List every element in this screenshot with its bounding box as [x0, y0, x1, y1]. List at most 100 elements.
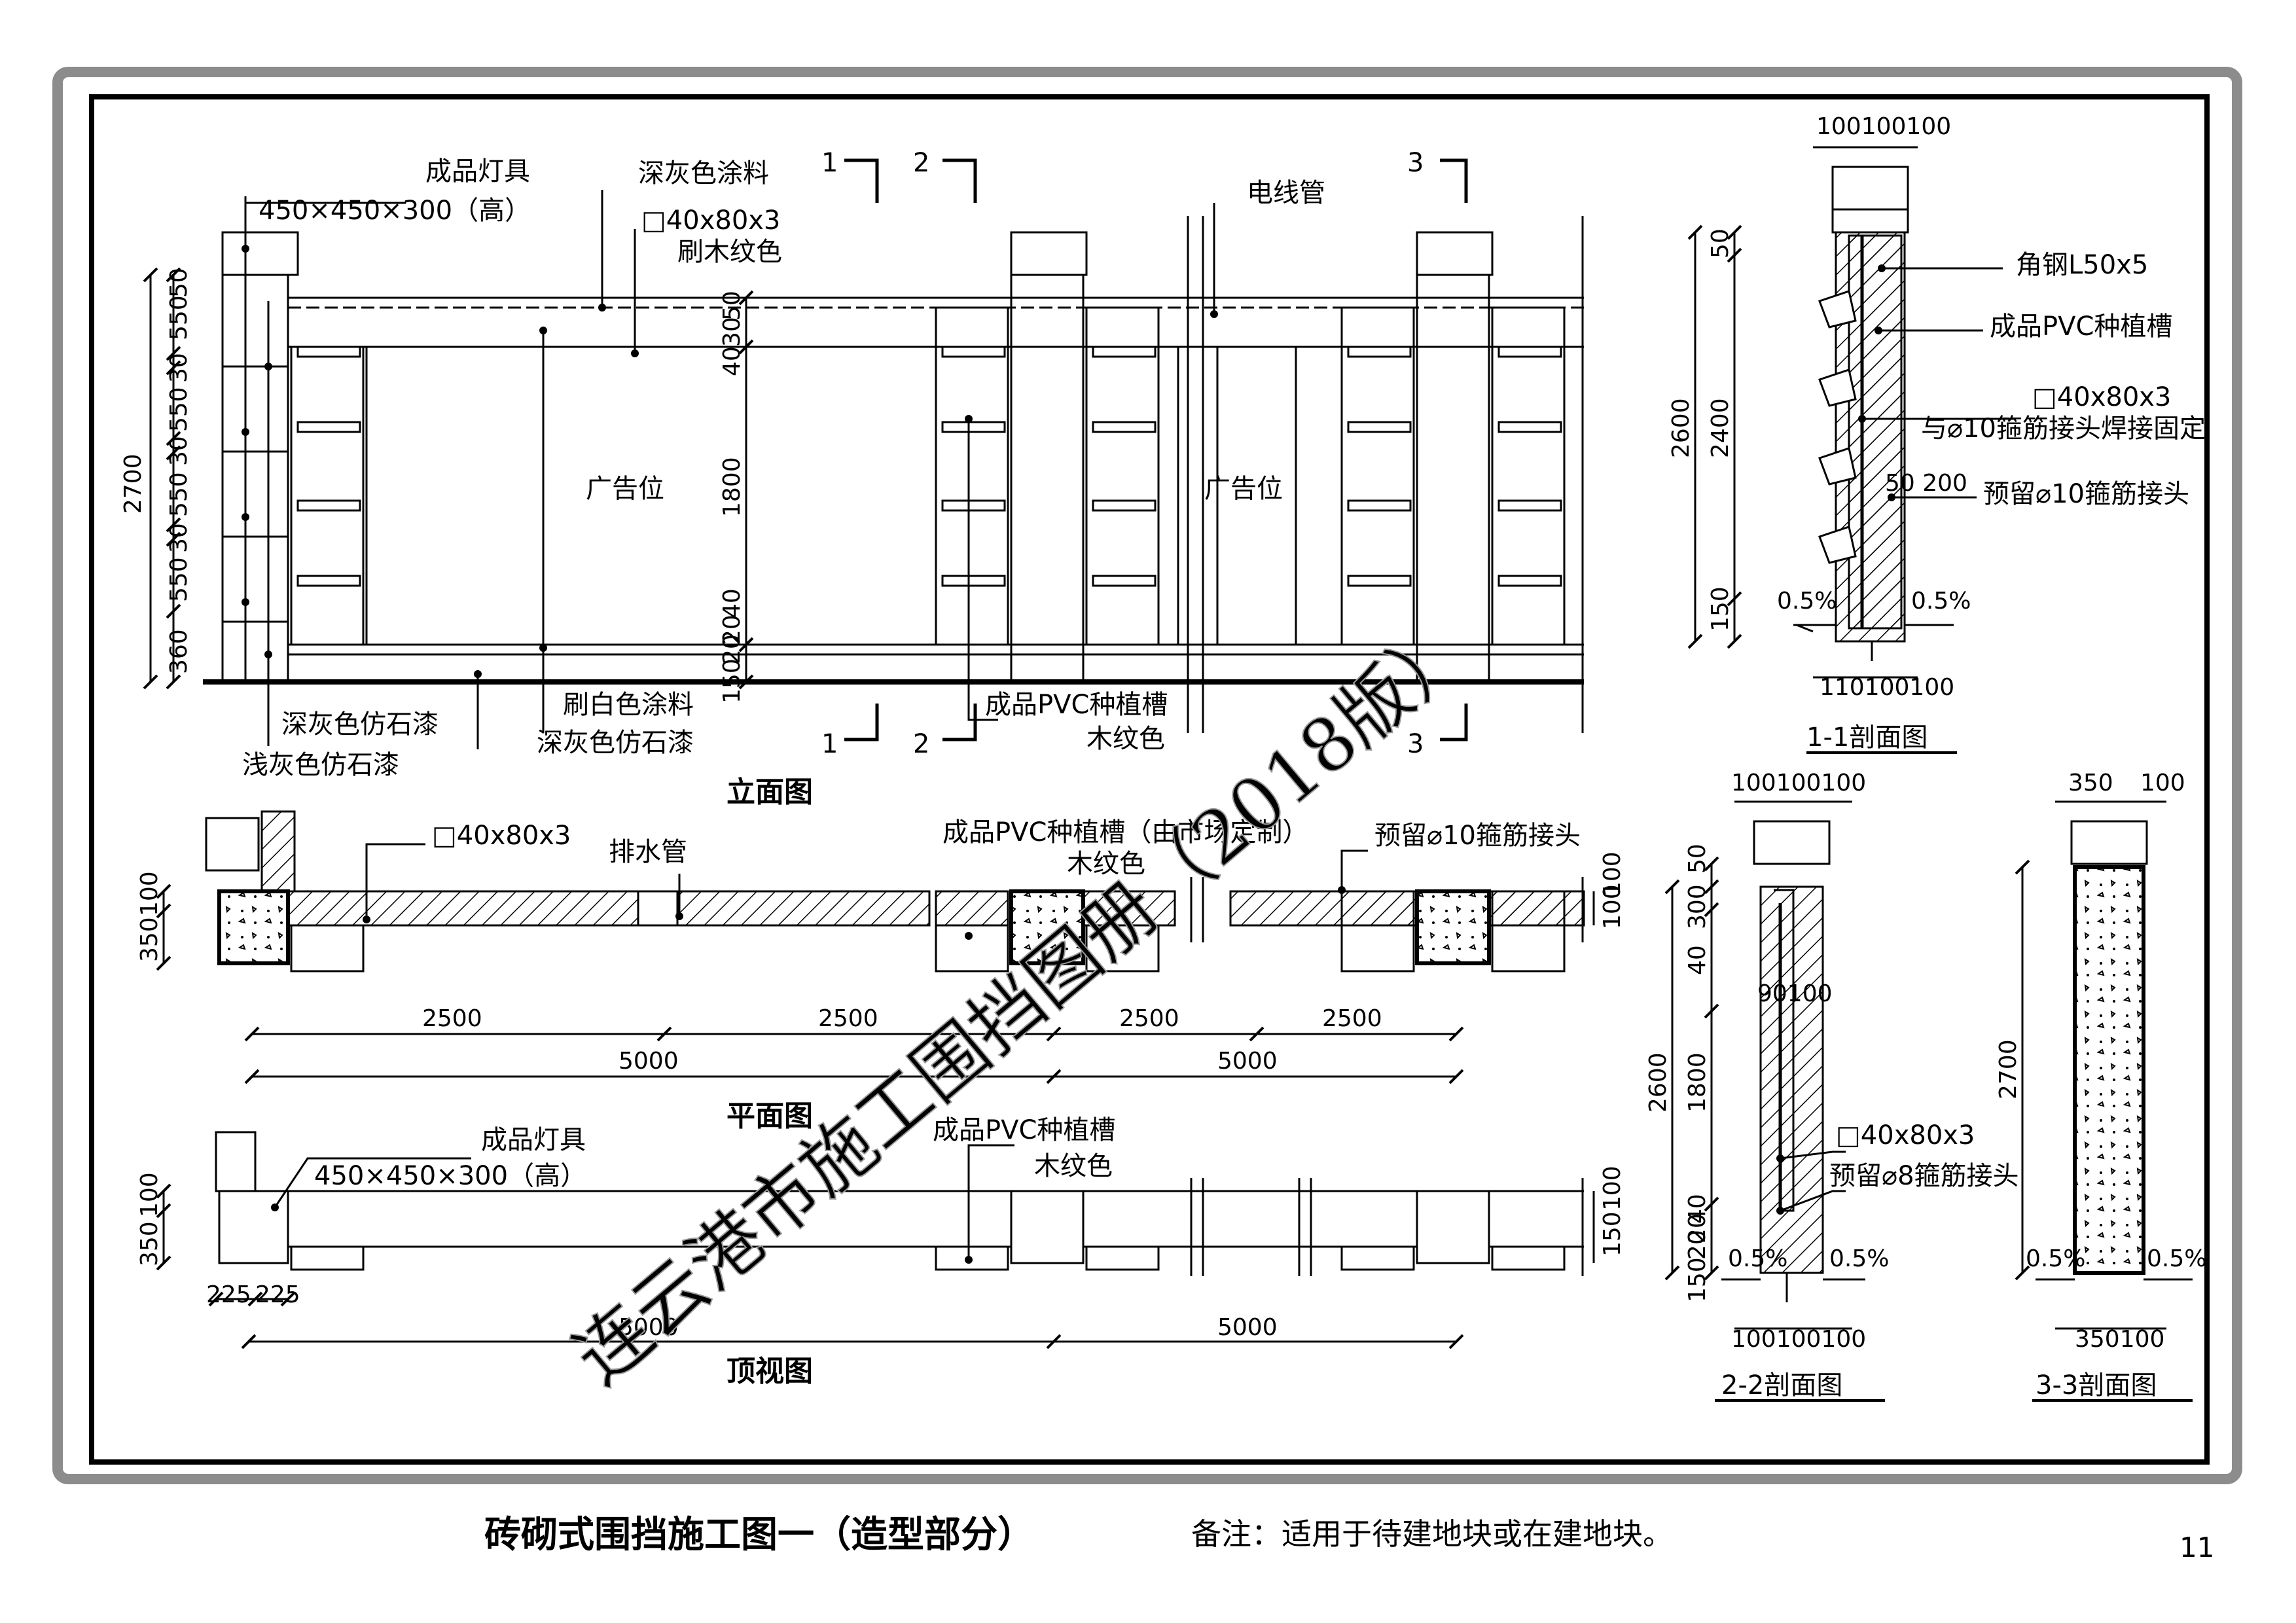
s3-bottom-dim: 350100 [2075, 1326, 2164, 1353]
plan-dims: 100 350 100 100 2500 2500 2500 2500 5000… [136, 851, 1626, 1075]
plan-tube-label: □40x80x3 [432, 821, 571, 851]
svg-text:50: 50 [166, 268, 192, 298]
svg-text:30: 30 [166, 353, 192, 383]
top-pvc-trough-label: 成品PVC种植槽 [933, 1115, 1115, 1145]
svg-text:1800: 1800 [1684, 1052, 1711, 1113]
s3-slope-right: 0.5% [2147, 1245, 2206, 1272]
svg-text:150: 150 [1684, 1257, 1711, 1302]
svg-text:5000: 5000 [1217, 1314, 1278, 1341]
s1-slope-right: 0.5% [1911, 588, 1971, 615]
svg-text:350: 350 [136, 1221, 163, 1266]
s2-height-dims: 2600 1800 50 40 300 40 20 20 150 [1645, 844, 1711, 1302]
section-marker-1-bottom: 1 [821, 729, 838, 759]
svg-text:20: 20 [1684, 1230, 1711, 1260]
ad-space-label-2: 广告位 [1204, 474, 1283, 504]
stone-dark-label-2: 深灰色仿石漆 [537, 728, 694, 758]
svg-text:40: 40 [1684, 945, 1711, 975]
elevation-title: 立面图 [726, 776, 813, 809]
svg-text:5000: 5000 [619, 1048, 679, 1075]
plan-view [156, 810, 1595, 1084]
inner-frame [89, 94, 2210, 1465]
svg-text:350: 350 [136, 917, 163, 962]
top-wood-color-label: 木纹色 [1034, 1151, 1113, 1181]
svg-text:2600: 2600 [1645, 1052, 1672, 1113]
s2-inner-dim: 90100 [1757, 980, 1833, 1007]
svg-text:150: 150 [719, 658, 745, 704]
paint-dark-gray-label: 深灰色涂料 [638, 158, 769, 188]
svg-text:50: 50 [1684, 844, 1711, 874]
s3-top-dim-a: 350 [2068, 770, 2113, 796]
weld-note-label: 与⌀10箍筋接头焊接固定 [1921, 414, 2206, 444]
drain-pipe-label: 排水管 [609, 837, 687, 867]
lamp-label: 成品灯具 [425, 156, 530, 187]
section-marker-1-top: 1 [821, 148, 838, 178]
svg-text:2500: 2500 [1322, 1005, 1382, 1032]
svg-text:30: 30 [719, 317, 745, 347]
svg-text:20: 20 [1684, 1213, 1711, 1243]
s1-inner-dim: 50 200 [1885, 470, 1967, 497]
svg-text:20: 20 [719, 615, 745, 645]
svg-text:100: 100 [1599, 1166, 1626, 1211]
s3-height-dim: 2700 [1995, 1039, 2022, 1099]
svg-text:30: 30 [166, 523, 192, 553]
svg-text:300: 300 [1684, 884, 1711, 929]
s1-pvc-trough-label: 成品PVC种植槽 [1990, 312, 2172, 342]
section-3-title: 3-3剖面图 [2036, 1370, 2157, 1400]
s1-top-dim: 100100100 [1816, 113, 1951, 140]
page-number: 11 [2179, 1531, 2215, 1563]
top-view [156, 1131, 1595, 1349]
angle-steel-label: 角钢L50x5 [2016, 250, 2148, 280]
wood-grain-brush-label: 刷木纹色 [677, 237, 782, 267]
tube-label: □40x80x3 [641, 205, 780, 236]
s2-bottom-dim: 100100100 [1731, 1326, 1866, 1353]
svg-text:150: 150 [1599, 1211, 1626, 1257]
svg-text:550: 550 [166, 472, 192, 517]
section-marker-3-top: 3 [1407, 148, 1424, 178]
svg-text:40: 40 [719, 588, 745, 618]
top-title: 顶视图 [726, 1355, 813, 1388]
sheet-note: 备注：适用于待建地块或在建地块。 [1191, 1516, 1673, 1552]
s3-top-dim-b: 100 [2140, 770, 2185, 796]
svg-text:50: 50 [719, 291, 745, 321]
svg-text:40: 40 [1684, 1194, 1711, 1224]
s2-tube-label: □40x80x3 [1836, 1120, 1975, 1150]
rebar-10-label: 预留⌀10箍筋接头 [1374, 821, 1581, 851]
section-1-view [1687, 146, 2016, 679]
conduit-label: 电线管 [1247, 178, 1325, 208]
svg-text:550: 550 [166, 295, 192, 340]
plan-dots [363, 886, 1346, 940]
elevation-dots [242, 245, 1218, 678]
svg-text:550: 550 [166, 387, 192, 432]
svg-text:550: 550 [166, 557, 192, 602]
ad-space-label: 广告位 [586, 474, 664, 504]
rebar-8-label: 预留⌀8箍筋接头 [1829, 1161, 2019, 1191]
svg-text:30: 30 [166, 436, 192, 466]
outer-frame [52, 67, 2242, 1484]
s2-top-dim: 100100100 [1731, 770, 1866, 796]
svg-text:225: 225 [255, 1281, 300, 1308]
s3-slope-left: 0.5% [2026, 1245, 2085, 1272]
plan-title: 平面图 [726, 1099, 813, 1133]
sheet-title: 砖砌式围挡施工图一（造型部分） [484, 1514, 1034, 1556]
section-marker-2-top: 2 [913, 148, 929, 178]
svg-text:20: 20 [719, 634, 745, 664]
svg-text:225: 225 [206, 1281, 251, 1308]
pvc-custom-label: 成品PVC种植槽（由市场定制） [942, 817, 1308, 847]
svg-text:2500: 2500 [422, 1005, 482, 1032]
pvc-trough-label: 成品PVC种植槽 [985, 690, 1168, 720]
svg-text:100: 100 [136, 871, 163, 916]
svg-text:2700: 2700 [120, 454, 147, 514]
svg-text:2600: 2600 [1668, 398, 1695, 458]
white-paint-label: 刷白色涂料 [563, 690, 694, 720]
lamp-size-label: 450×450×300（高） [259, 196, 531, 226]
s2-slope-right: 0.5% [1829, 1245, 1889, 1272]
stone-light-label: 浅灰色仿石漆 [242, 750, 399, 780]
s2-slope-left: 0.5% [1728, 1245, 1787, 1272]
svg-text:5000: 5000 [1217, 1048, 1278, 1075]
s1-tube-label: □40x80x3 [2032, 382, 2171, 412]
svg-text:1800: 1800 [719, 457, 745, 517]
svg-text:100: 100 [136, 1172, 163, 1217]
section-1-title: 1-1剖面图 [1806, 722, 1928, 753]
wood-color-label: 木纹色 [1086, 724, 1165, 754]
section-2-view [1664, 800, 1865, 1330]
